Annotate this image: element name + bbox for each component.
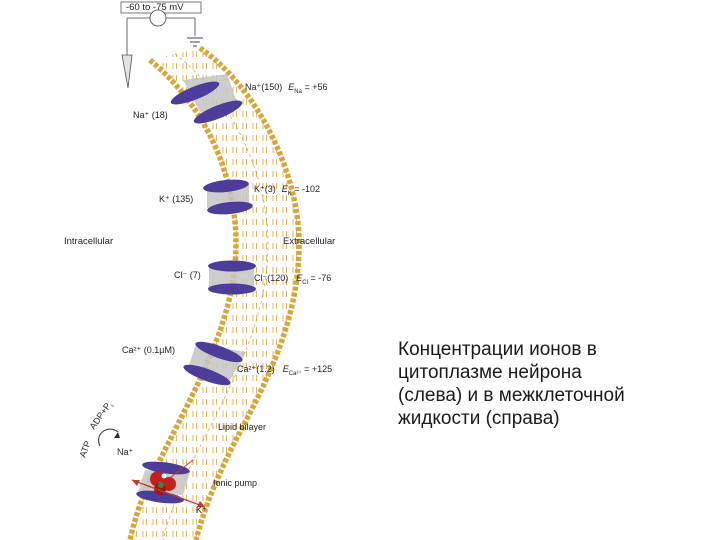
ca-channel [183,341,246,386]
pump-k-label: K⁺ [196,505,207,515]
ground-icon [187,37,203,47]
atp-label: ATP [77,439,92,458]
extracellular-label: Extracellular [283,236,335,247]
caption-line-4: жидкости (справа) [398,408,560,429]
k-extracellular-label: K⁺(3)EK = -102 [254,184,320,197]
ca-intracellular-label: Ca²⁺ (0.1µM) [122,345,175,355]
k-intracellular-label: K⁺ (135) [159,194,193,204]
caption-line-3: (слева) и в межклеточной [398,385,625,406]
cl-channel [208,260,256,295]
intracellular-label: Intracellular [64,236,113,247]
caption-line-2: цитоплазме нейрона [398,362,582,383]
na-extracellular-label: Na⁺(150)ENa = +56 [245,82,327,95]
na-intracellular-label: Na⁺ (18) [133,110,168,120]
ionic-pump [98,428,206,508]
membrane-body [130,48,300,540]
membrane-outer-heads [193,45,302,540]
voltmeter-icon [149,9,167,27]
k-channel [203,179,253,215]
cl-intracellular-label: Cl⁻ (7) [174,270,201,280]
caption: Концентрации ионов в цитоплазме нейрона … [398,338,698,430]
caption-line-1: Концентрации ионов в [398,339,597,360]
voltmeter: -60 to -75 mV [120,1,203,89]
voltage-label: -60 to -75 mV [126,2,184,13]
na-channel [170,74,243,124]
electrode-tip [121,54,133,89]
lipid-bilayer-label: Lipid bilayer [218,422,266,432]
ca-extracellular-label: Ca²⁺(1.2)ECa²⁺ = +125 [237,364,332,377]
ionic-pump-label: Ionic pump [213,478,257,488]
adp-label: ADP+Pi [87,400,115,433]
cl-extracellular-label: Cl⁻(120)ECl = -76 [254,273,331,286]
pump-na-label: Na⁺ [117,447,134,457]
atp-cycle-arrow [98,428,119,447]
